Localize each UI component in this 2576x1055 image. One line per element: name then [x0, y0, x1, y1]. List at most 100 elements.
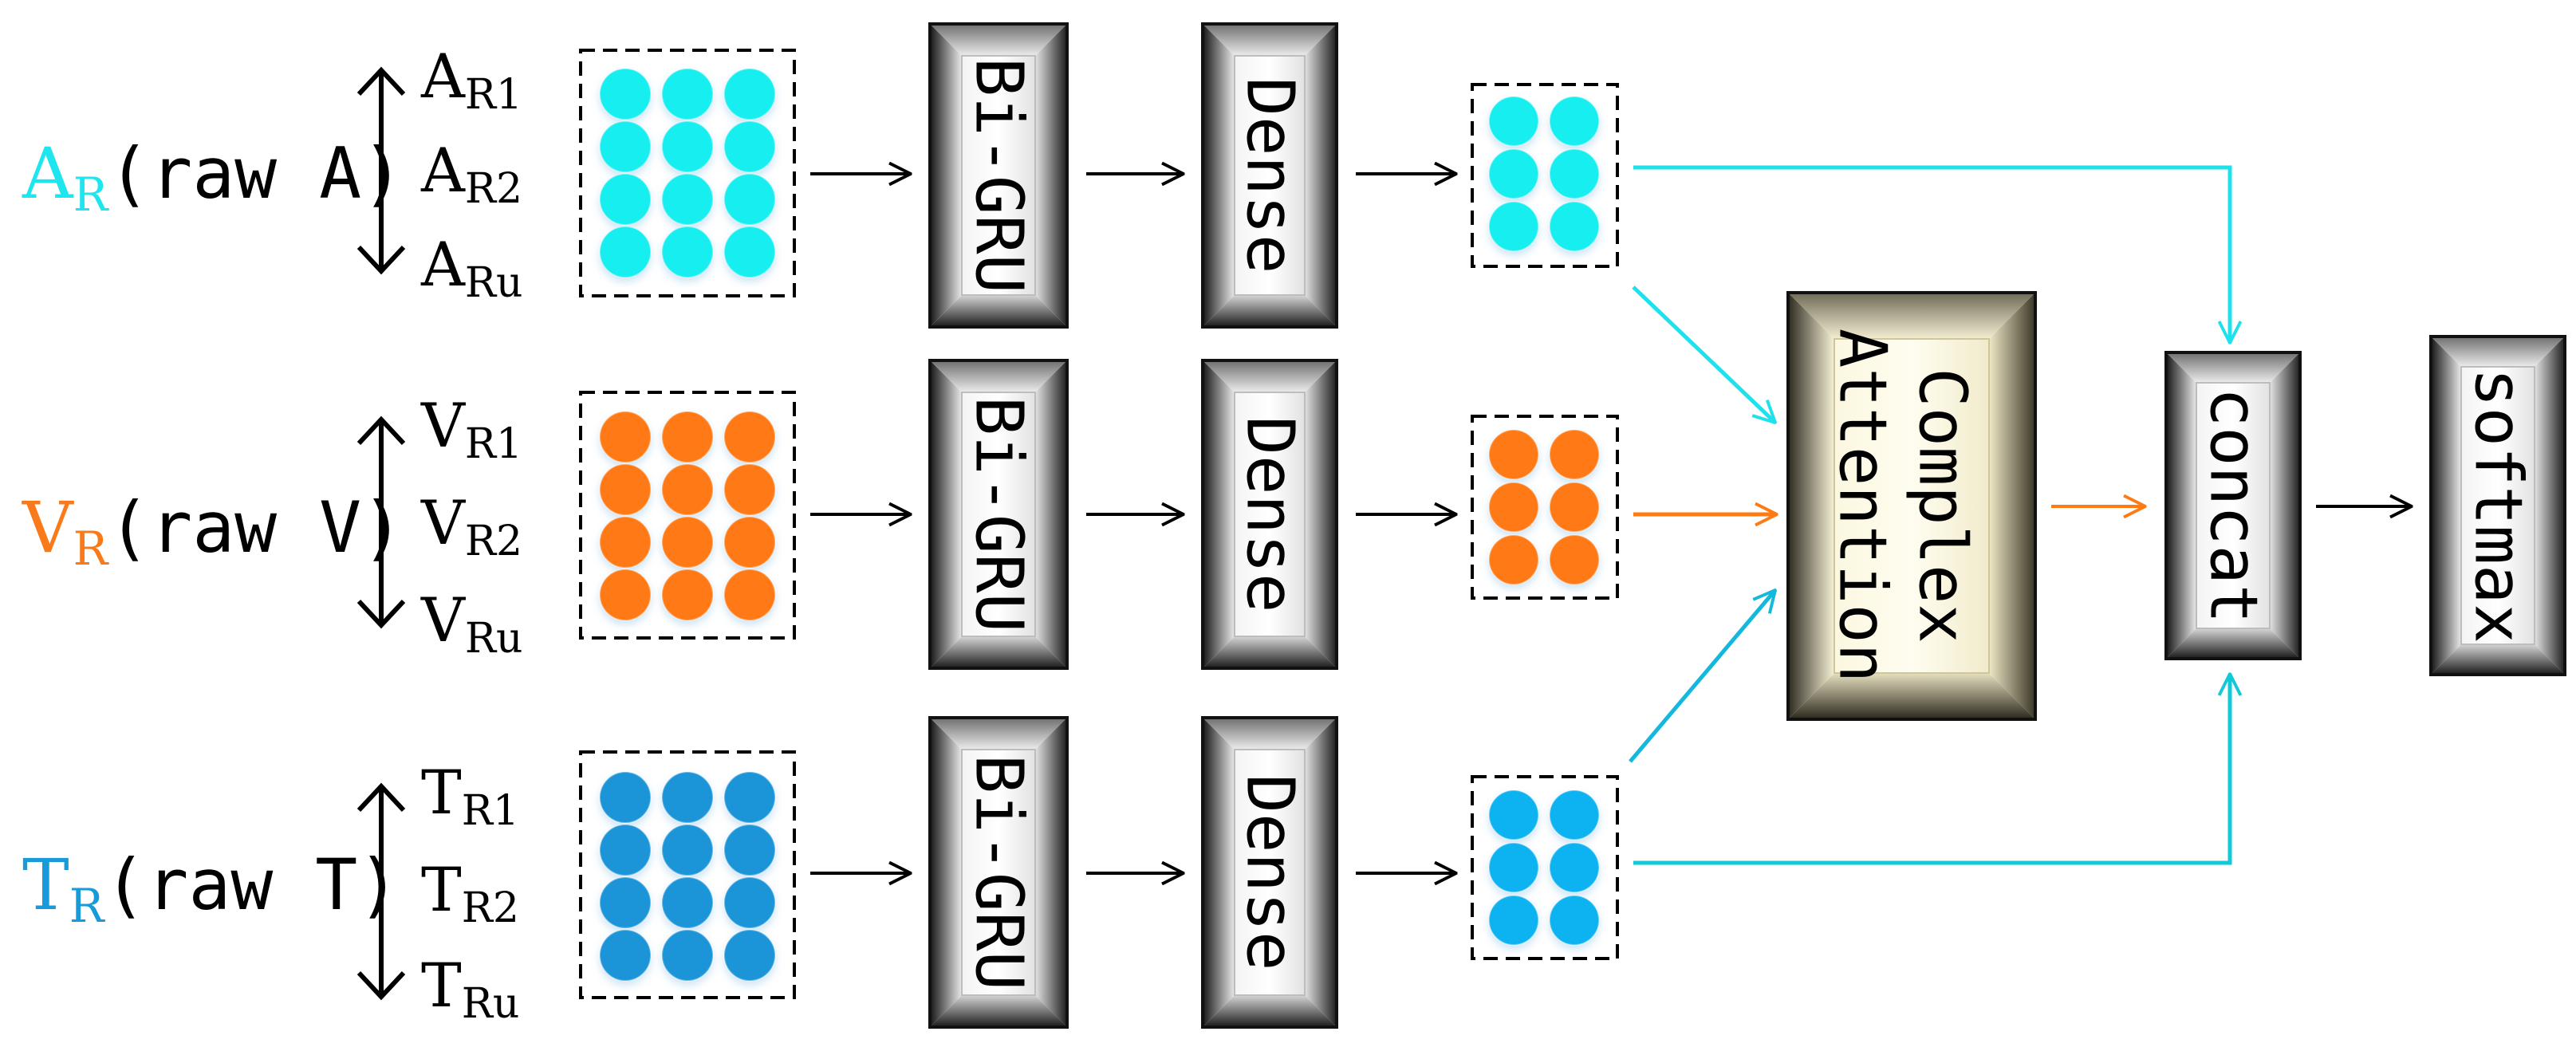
sub-item-label: VR1 — [420, 390, 522, 468]
input-grid-box-visual — [579, 391, 796, 640]
input-dot — [723, 771, 776, 824]
input-dot — [599, 411, 652, 463]
input-dot — [661, 463, 714, 516]
output-dot — [1488, 482, 1539, 533]
input-dot — [723, 824, 776, 876]
sub-items-audio: AR1 AR2 ARu — [420, 41, 523, 307]
sub-item-label: VRu — [420, 585, 523, 663]
softmax-label: softmax — [2460, 368, 2536, 644]
input-dot — [661, 411, 714, 463]
row-raw-text: (raw V) — [108, 486, 404, 569]
bi-gru-label: Bi-GRU — [961, 57, 1037, 293]
output-grid-box-visual — [1471, 415, 1619, 600]
dense-box-visual — [1201, 359, 1338, 670]
arrows-gru-to-dense — [1086, 174, 1184, 873]
output-dot — [1549, 96, 1600, 147]
input-dot — [599, 226, 652, 278]
row-label-visual: VR(raw V) — [22, 486, 404, 576]
row-raw-text: (raw T) — [104, 844, 400, 926]
output-dot — [1549, 789, 1600, 840]
output-dot — [1488, 895, 1539, 946]
output-grid-visual — [1488, 429, 1600, 585]
input-dot — [599, 824, 652, 876]
concat-box — [2164, 351, 2302, 660]
output-dot — [1488, 789, 1539, 840]
output-grid-box-text — [1471, 775, 1619, 960]
input-dot — [723, 876, 776, 929]
input-dot — [661, 876, 714, 929]
bi-gru-box-visual — [928, 359, 1069, 670]
input-dot — [599, 771, 652, 824]
concat-label: concat — [2196, 388, 2271, 624]
input-dot — [723, 68, 776, 120]
double-arrow-audio — [356, 66, 406, 275]
dense-box-text — [1201, 716, 1338, 1029]
output-boxes: concat softmax — [2164, 335, 2566, 676]
row-subscript: R — [69, 879, 106, 933]
input-dot — [661, 226, 714, 278]
input-grid-box-audio — [579, 49, 796, 297]
input-dot — [723, 226, 776, 278]
input-dot — [599, 120, 652, 173]
output-grid-box-audio — [1471, 83, 1619, 268]
double-arrow-visual — [356, 415, 406, 629]
row-label-audio: AR(raw A) — [22, 132, 404, 222]
row-raw-text: (raw A) — [108, 132, 404, 215]
input-dot — [599, 463, 652, 516]
svg-text:VR(raw V): VR(raw V) — [22, 486, 404, 576]
svg-text:AR(raw A): AR(raw A) — [22, 132, 404, 222]
attention-label-line2: Attention — [1825, 329, 1900, 683]
arrows-dense-to-output — [1356, 174, 1456, 873]
row-main-letter: A — [22, 132, 74, 215]
output-dot — [1549, 842, 1600, 893]
input-dot — [599, 569, 652, 621]
sub-item-label: TRu — [421, 950, 519, 1028]
dense-label: Dense — [1232, 77, 1308, 274]
complex-attention-frame — [1786, 291, 2037, 721]
sub-item-label: TR1 — [421, 757, 519, 835]
input-dot — [723, 569, 776, 621]
input-dot — [599, 68, 652, 120]
svg-text:TR(raw T): TR(raw T) — [22, 844, 400, 933]
output-dot — [1488, 148, 1539, 199]
input-dot — [599, 929, 652, 982]
arrows-input-to-gru — [810, 174, 911, 873]
output-dot — [1549, 482, 1600, 533]
connector-audio-to-concat — [1633, 165, 2230, 343]
sub-item-label: AR2 — [420, 135, 522, 213]
input-dot — [723, 173, 776, 226]
output-grid-audio — [1488, 96, 1600, 252]
output-dot — [1549, 895, 1600, 946]
input-dot — [661, 824, 714, 876]
bi-gru-box-text — [928, 716, 1069, 1029]
output-dot — [1488, 429, 1539, 480]
input-dot — [723, 929, 776, 982]
input-dot — [599, 876, 652, 929]
output-dot — [1549, 429, 1600, 480]
input-dot — [723, 516, 776, 569]
output-grid-text — [1488, 789, 1600, 946]
input-grid-text — [599, 771, 776, 982]
double-arrow-text — [356, 782, 406, 1001]
input-dot — [661, 771, 714, 824]
bi-gru-label: Bi-GRU — [961, 396, 1037, 632]
connector-text-to-concat — [1633, 674, 2230, 865]
dense-label: Dense — [1232, 416, 1308, 613]
sub-items-visual: VR1 VR2 VRu — [420, 390, 523, 663]
row-label-text: TR(raw T) — [22, 844, 400, 933]
input-dot — [723, 411, 776, 463]
input-dot — [723, 120, 776, 173]
row-subscript: R — [73, 522, 110, 576]
sub-item-label: TR2 — [421, 854, 519, 932]
input-dot — [661, 516, 714, 569]
sub-item-label: ARu — [420, 229, 523, 307]
input-dot — [661, 173, 714, 226]
connector-audio-to-attention — [1632, 285, 1775, 423]
input-dot — [661, 68, 714, 120]
input-dot — [661, 120, 714, 173]
sub-items-text: TR1 TR2 TRu — [421, 757, 519, 1028]
bi-gru-label: Bi-GRU — [961, 754, 1037, 990]
attention-label-line1: Complex — [1904, 368, 1980, 644]
